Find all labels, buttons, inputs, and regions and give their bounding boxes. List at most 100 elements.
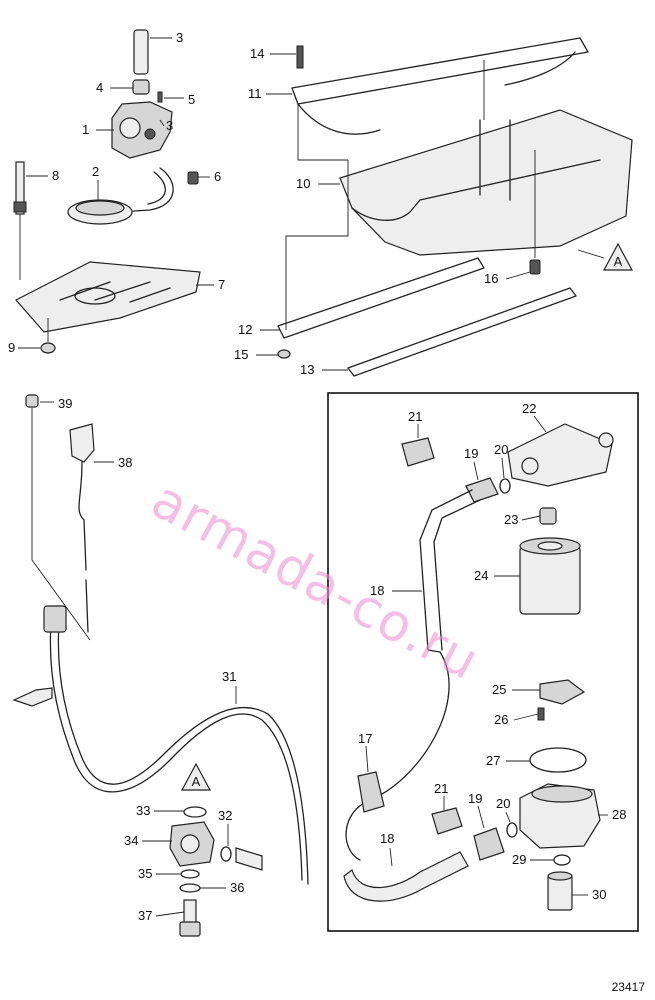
- seal-20-lower-part: [506, 822, 518, 838]
- document-number: 23417: [611, 980, 645, 994]
- callout-label-19b: 19: [468, 791, 482, 806]
- callout-label-26: 26: [494, 712, 508, 727]
- callout-leader-16: [505, 271, 531, 280]
- stud-14-part: [296, 45, 304, 69]
- callout-label-32: 32: [218, 808, 232, 823]
- callout-label-20: 20: [494, 442, 508, 457]
- callout-label-21b: 21: [434, 781, 448, 796]
- callout-leader-19b: [477, 805, 485, 829]
- callout-leader-3b: [159, 119, 165, 127]
- bolt-37-part: [183, 899, 197, 925]
- callout-label-18b: 18: [380, 831, 394, 846]
- callout-label-39: 39: [58, 396, 72, 411]
- cover-25-part: [539, 679, 586, 705]
- callout-label-3b: 3: [166, 118, 173, 133]
- callout-label-14: 14: [250, 46, 264, 61]
- callout-label-29: 29: [512, 852, 526, 867]
- upper-gasket-part: [291, 37, 589, 105]
- callout-label-19: 19: [464, 446, 478, 461]
- callout-label-7: 7: [218, 277, 225, 292]
- callout-label-16: 16: [484, 271, 498, 286]
- callout-label-2: 2: [92, 164, 99, 179]
- callout-label-37: 37: [138, 908, 152, 923]
- callout-label-35: 35: [138, 866, 152, 881]
- callout-label-38: 38: [118, 455, 132, 470]
- callout-label-13: 13: [300, 362, 314, 377]
- pin-part: [157, 91, 163, 103]
- oil-filter-part: [519, 545, 581, 615]
- valve-30-part: [547, 875, 573, 911]
- callout-label-17: 17: [358, 731, 372, 746]
- callout-leader-26: [513, 713, 539, 721]
- callout-label-31: 31: [222, 669, 236, 684]
- seal-32-part: [220, 846, 232, 862]
- callout-leader-17: [365, 745, 369, 773]
- pickup-tube-part: [133, 29, 149, 75]
- baffle-plate-part: [15, 261, 201, 333]
- dipstick-handle-part: [69, 423, 95, 463]
- o-ring-33-part: [183, 806, 207, 818]
- callout-label-11: 11: [248, 86, 262, 101]
- clamp-17-part: [357, 771, 385, 813]
- oil-pump-group: [13, 29, 201, 354]
- callout-label-4: 4: [96, 80, 103, 95]
- hose-18-lower-part: [343, 851, 469, 902]
- oil-pan-group: [277, 37, 634, 377]
- callout-leader-20: [501, 457, 505, 479]
- callout-label-36: 36: [230, 880, 244, 895]
- callout-label-18: 18: [370, 583, 384, 598]
- reference-marker-a-pan: [602, 242, 634, 271]
- oil-pump-body-part: [111, 101, 173, 159]
- washer-36-part: [179, 883, 201, 893]
- bolt-16-part: [529, 259, 541, 275]
- callout-label-3: 3: [176, 30, 183, 45]
- clip-21-lower-part: [431, 807, 463, 835]
- callout-label-33: 33: [136, 803, 150, 818]
- callout-label-10: 10: [296, 176, 310, 191]
- hose-18-upper-part: [419, 489, 473, 653]
- callout-leader-22: [533, 415, 547, 433]
- oil-filter-group: [343, 423, 614, 911]
- cap-39-part: [25, 394, 39, 408]
- callout-leader-19: [473, 461, 479, 481]
- callout-label-28: 28: [612, 807, 626, 822]
- callout-label-1: 1: [82, 122, 89, 137]
- callout-leader-20b: [505, 811, 511, 823]
- filter-bracket-part: [507, 423, 613, 487]
- ring-29-part: [553, 854, 571, 866]
- callout-label-24: 24: [474, 568, 488, 583]
- fitting-19-lower-part: [473, 827, 505, 861]
- callout-label-12: 12: [238, 322, 252, 337]
- callout-label-9: 9: [8, 340, 15, 355]
- washer-15-part: [277, 349, 291, 359]
- callout-label-8: 8: [52, 168, 59, 183]
- nut-9-part: [40, 342, 56, 354]
- clip-21-upper-part: [401, 437, 435, 467]
- oil-pan-part: [339, 109, 633, 256]
- dipstick-tube-part: [49, 611, 303, 881]
- bushing-part: [132, 79, 150, 95]
- oil-filter-frame: [327, 392, 639, 932]
- o-ring-27-part: [529, 747, 587, 773]
- nipple-23-part: [539, 507, 557, 525]
- callout-label-27: 27: [486, 753, 500, 768]
- seal-20-upper-part: [499, 478, 511, 494]
- dipstick-group: [12, 394, 309, 937]
- callout-label-30: 30: [592, 887, 606, 902]
- reference-marker-label-pan: A: [614, 254, 623, 269]
- bolt-6-part: [187, 171, 199, 185]
- callout-label-23: 23: [504, 512, 518, 527]
- side-gasket-13-part: [347, 287, 577, 377]
- callout-leader-23: [521, 515, 541, 521]
- fitting-19-upper-part: [465, 477, 499, 503]
- callout-label-34: 34: [124, 833, 138, 848]
- callout-label-22: 22: [522, 401, 536, 416]
- callout-leader-37: [155, 911, 185, 917]
- callout-label-6: 6: [214, 169, 221, 184]
- callout-label-25: 25: [492, 682, 506, 697]
- washer-35-part: [180, 869, 200, 879]
- reference-marker-label-adapter: A: [192, 774, 201, 789]
- callout-label-20b: 20: [496, 796, 510, 811]
